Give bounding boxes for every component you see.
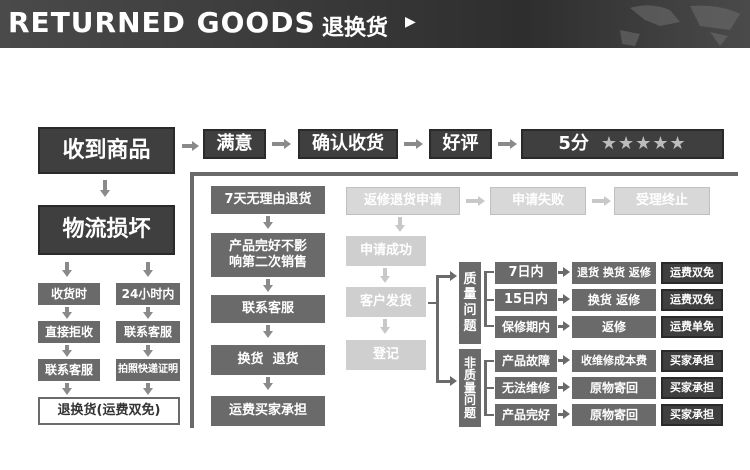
node-exchange-return: 换货 退货 bbox=[211, 345, 325, 375]
rating-stars-icon: ★★★★★ bbox=[600, 132, 687, 154]
q-row3-period: 保修期内 bbox=[495, 316, 557, 338]
world-map-watermark-icon bbox=[620, 5, 740, 46]
node-satisfied: 满意 bbox=[203, 129, 266, 159]
branch-line-v bbox=[436, 275, 439, 383]
node-buyer-pays-shipping: 运费买家承担 bbox=[211, 396, 325, 426]
node-at-delivery: 收货时 bbox=[38, 283, 100, 305]
nq-row2-fee: 买家承担 bbox=[661, 377, 723, 399]
node-contact-cs-b: 联系客服 bbox=[38, 359, 100, 381]
header-play-icon: ▶ bbox=[405, 14, 416, 30]
node-rating: 5分 ★★★★★ bbox=[521, 129, 724, 159]
nq-row2-period: 无法维修 bbox=[495, 377, 557, 399]
node-photo-proof: 拍照快递证明 bbox=[116, 359, 180, 381]
node-customer-ships: 客户发货 bbox=[346, 287, 426, 317]
nq-row1-fee: 买家承担 bbox=[661, 350, 723, 372]
arrow-confirm-review bbox=[404, 142, 416, 146]
q-row2-period: 15日内 bbox=[495, 289, 557, 311]
header-banner: RETURNED GOODS 退换货 ▶ bbox=[0, 0, 750, 48]
nq-row3-period: 产品完好 bbox=[495, 404, 557, 426]
header-title-cn: 退换货 bbox=[322, 16, 389, 41]
branch-line-h bbox=[428, 302, 438, 304]
label-quality-issue: 质 量 问 题 bbox=[459, 262, 481, 344]
node-left-result: 退换货(运费双免) bbox=[38, 397, 180, 425]
node-refuse: 直接拒收 bbox=[38, 321, 100, 343]
q-row3-fee: 运费单免 bbox=[661, 316, 723, 338]
node-request-failed: 申请失败 bbox=[490, 187, 586, 215]
node-confirm: 确认收货 bbox=[298, 129, 398, 159]
arrow-received-damaged bbox=[100, 190, 110, 197]
q-row2-action: 换货 返修 bbox=[572, 289, 656, 311]
node-request-success: 申请成功 bbox=[346, 236, 426, 266]
arrow-review-rating bbox=[498, 142, 510, 146]
node-intact-product: 产品完好不影 响第二次销售 bbox=[211, 233, 325, 277]
node-damaged: 物流损坏 bbox=[38, 205, 175, 255]
node-repair-request: 返修退货申请 bbox=[346, 187, 460, 215]
node-7day-return: 7天无理由退货 bbox=[211, 186, 325, 214]
nq-row3-action: 原物寄回 bbox=[572, 404, 656, 426]
header-title-en: RETURNED GOODS bbox=[8, 6, 316, 39]
label-nonquality-issue: 非 质 量 问 题 bbox=[459, 349, 481, 427]
node-good-review: 好评 bbox=[429, 129, 492, 159]
q-row3-action: 返修 bbox=[572, 316, 656, 338]
arrow-received-satisfied bbox=[182, 144, 192, 148]
nq-row2-action: 原物寄回 bbox=[572, 377, 656, 399]
nq-row1-period: 产品故障 bbox=[495, 350, 557, 372]
main-frame bbox=[190, 172, 738, 428]
node-register: 登记 bbox=[346, 340, 426, 370]
q-row1-action: 退货 换货 返修 bbox=[572, 262, 656, 284]
node-contact-cs-a: 联系客服 bbox=[116, 321, 180, 343]
q-row1-fee: 运费双免 bbox=[661, 262, 723, 284]
nq-row3-fee: 买家承担 bbox=[661, 404, 723, 426]
q-row2-fee: 运费双免 bbox=[661, 289, 723, 311]
node-within-24h: 24小时内 bbox=[116, 283, 180, 305]
nq-row1-action: 收维修成本费 bbox=[572, 350, 656, 372]
node-received: 收到商品 bbox=[38, 127, 175, 174]
arrow-satisfied-confirm bbox=[272, 142, 284, 146]
q-row1-period: 7日内 bbox=[495, 262, 557, 284]
node-contact-cs-c: 联系客服 bbox=[211, 295, 325, 323]
node-process-terminated: 受理终止 bbox=[614, 187, 710, 215]
rating-score: 5分 bbox=[558, 132, 589, 154]
